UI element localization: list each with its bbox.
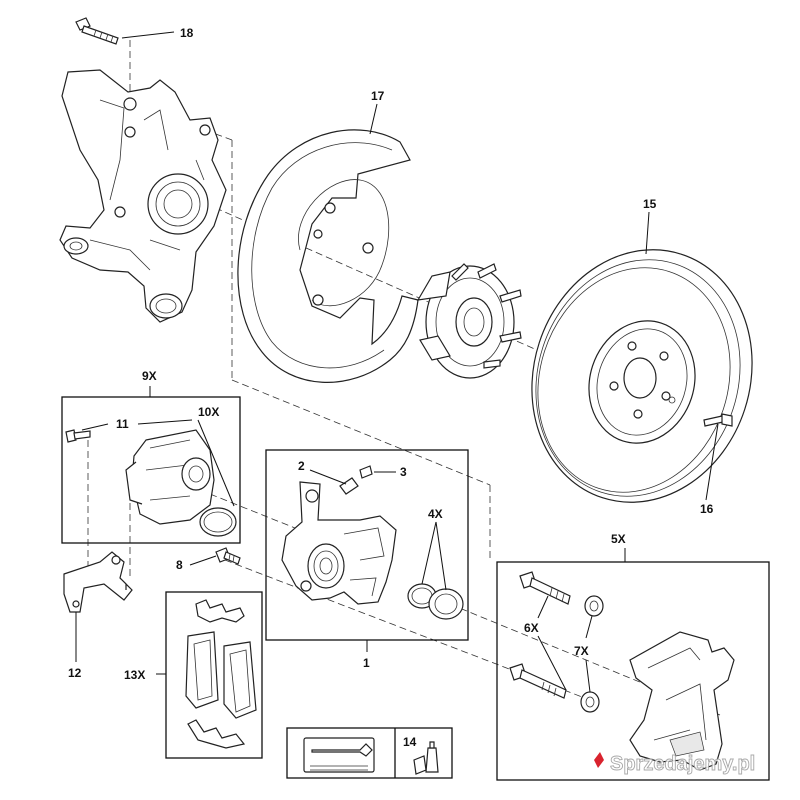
- callout-17: 17: [371, 89, 385, 103]
- wiring-bracket-12: [63, 551, 133, 613]
- bolt-8: [215, 547, 241, 565]
- disc-screw-16: [703, 413, 733, 427]
- callout-6x: 6X: [524, 621, 539, 635]
- group-box-13x: [165, 591, 263, 759]
- guide-bolt-upper-6x: [519, 571, 571, 605]
- group-box-9x: [61, 396, 241, 544]
- brake-disc-15: [531, 249, 753, 503]
- callout-4x: 4X: [428, 507, 443, 521]
- grease-tube-icon: [413, 741, 439, 775]
- brake-pads-13x: [185, 599, 257, 749]
- callout-12: 12: [68, 666, 82, 680]
- watermark-text: Sprzedajemy.pl: [610, 753, 755, 775]
- callout-3: 3: [400, 465, 407, 479]
- wheel-hub: [416, 263, 522, 379]
- callout-16: 16: [700, 502, 714, 516]
- callout-10x: 10X: [198, 405, 219, 419]
- caliper-motor-10x: [125, 429, 215, 525]
- o-ring-seal: [199, 507, 237, 537]
- bleed-cap-3: [359, 465, 373, 479]
- group-box-5x: [496, 561, 770, 781]
- bleed-screw-2: [339, 477, 359, 495]
- callout-8: 8: [176, 558, 183, 572]
- manual-wrench-icon: [303, 737, 375, 773]
- brake-caliper: [281, 481, 397, 605]
- caliper-carrier: [629, 631, 735, 771]
- leader-lines: [75, 31, 719, 693]
- callout-5x: 5X: [611, 532, 626, 546]
- seal-rings-4x: [407, 583, 464, 620]
- callout-7x: 7X: [574, 644, 589, 658]
- guide-boots-7x: [580, 595, 604, 713]
- watermark: Sprzedajemy.pl: [594, 752, 756, 775]
- motor-screw-11: [65, 429, 91, 443]
- steering-knuckle: [59, 69, 227, 323]
- callout-labels: 18 17 15 16 9X 11 10X 2 3 4X 8 12 13X 1 …: [68, 26, 714, 749]
- callout-11: 11: [116, 417, 129, 431]
- wheel-studs: [451, 263, 522, 369]
- group-box-14: [286, 727, 453, 779]
- callout-9x: 9X: [142, 369, 157, 383]
- dust-shield-17: [237, 129, 419, 383]
- guide-bolt-lower-6x: [509, 663, 567, 699]
- callout-2: 2: [298, 459, 305, 473]
- callout-14: 14: [403, 735, 417, 749]
- callout-13x: 13X: [124, 668, 145, 682]
- callout-15: 15: [643, 197, 657, 211]
- callout-18: 18: [180, 26, 194, 40]
- bolt-18: [75, 17, 119, 45]
- watermark-logo-icon: [594, 752, 604, 768]
- callout-1: 1: [363, 656, 370, 670]
